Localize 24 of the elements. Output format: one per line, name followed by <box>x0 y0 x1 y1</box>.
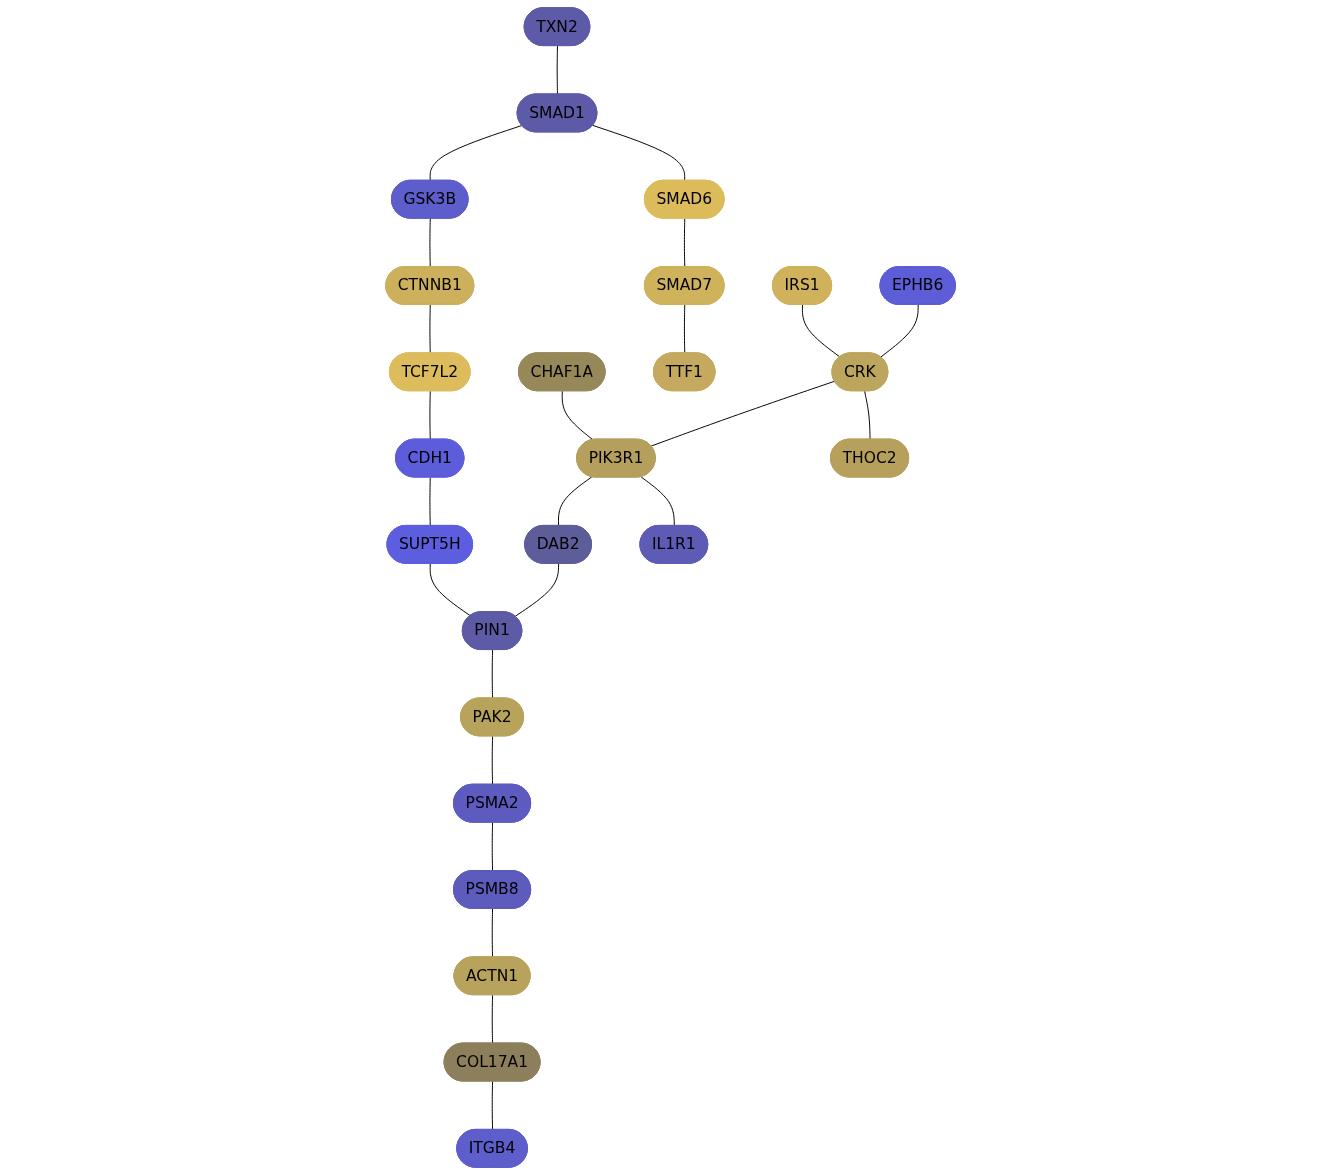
connector <box>429 218 431 268</box>
connector <box>429 304 431 354</box>
connector <box>801 304 841 358</box>
connector <box>491 822 493 872</box>
connector <box>491 1080 493 1131</box>
connector <box>880 304 919 358</box>
connector <box>683 304 686 354</box>
connector <box>491 735 493 786</box>
connector <box>429 476 431 527</box>
connector <box>592 124 686 182</box>
connector <box>491 649 493 699</box>
connector <box>429 124 523 182</box>
connector <box>561 390 594 441</box>
connector <box>557 476 593 527</box>
connector <box>683 218 686 268</box>
connector <box>864 390 871 441</box>
connector <box>429 563 471 617</box>
connector <box>491 908 493 958</box>
connector <box>640 476 675 527</box>
connector <box>514 563 559 617</box>
connector <box>556 45 558 95</box>
connector <box>650 380 836 447</box>
connector <box>491 994 493 1045</box>
connector <box>429 390 431 441</box>
